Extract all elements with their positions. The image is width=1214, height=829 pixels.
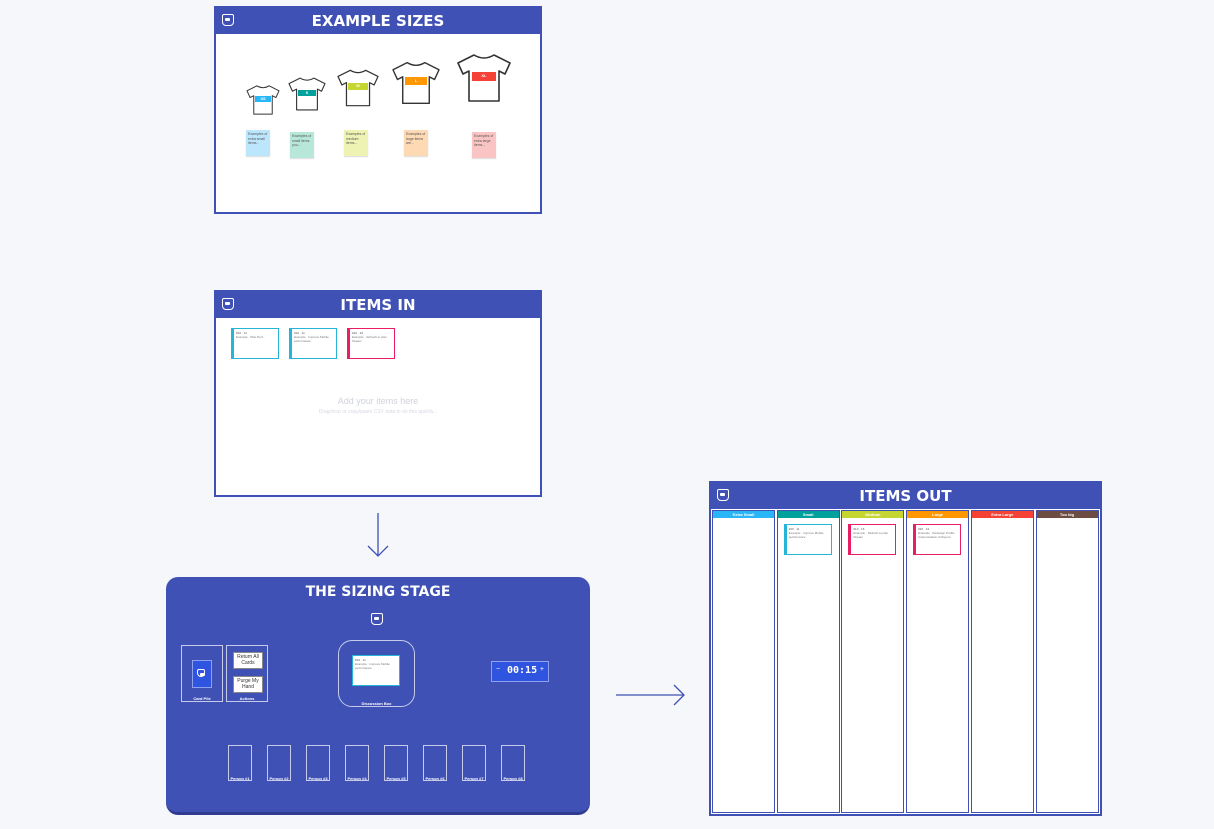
sticky-note[interactable]: Examples of small items you... (290, 132, 314, 158)
person-slot-label: Person #6 (425, 776, 445, 781)
size-column[interactable]: Extra Large (970, 510, 1034, 813)
items-out-title: ITEMS OUT (859, 487, 952, 505)
tshirt-0-icon: XS (242, 84, 284, 116)
sticky-note[interactable]: Examples of large items are... (404, 130, 428, 156)
item-card-text: Example · Improve Mobile performance (788, 531, 824, 539)
brand-logo-icon (222, 298, 234, 310)
item-card-id: #10 · 16 (853, 527, 865, 531)
size-tag: L (404, 77, 428, 86)
brand-logo-icon (371, 613, 383, 625)
actions-box: Return All Cards Purge My Hand (226, 645, 268, 702)
tshirt-3-icon: L (388, 60, 444, 106)
items-in-placeholder-sub: Drag/drop or copy/paste CSV data to do t… (318, 409, 438, 415)
item-card-text: Example · Plan Perf... (236, 335, 266, 339)
person-slot[interactable] (423, 745, 447, 781)
item-card-text: Example · Refresh to plan Stream (352, 335, 387, 343)
actions-label: Actions (239, 696, 255, 701)
discussion-card[interactable]: #10 · 11 Example · Improve Mobile perfor… (352, 655, 400, 686)
item-card-id: #10 · 11 (788, 527, 800, 531)
size-column-header: Small (777, 511, 839, 518)
person-slot[interactable] (501, 745, 525, 781)
example-sizes-title: EXAMPLE SIZES (311, 12, 445, 30)
size-tag: XS (254, 96, 272, 102)
item-card-text: Example · Redesign Profile Customisation… (918, 531, 955, 539)
discussion-box[interactable]: #10 · 11 Example · Improve Mobile perfor… (338, 640, 415, 707)
size-column[interactable]: Extra Small (712, 510, 775, 813)
items-out-header: ITEMS OUT (711, 483, 1100, 509)
item-card-text: Example · Refresh to plan Stream (853, 531, 889, 539)
person-slot-label: Person #3 (308, 776, 328, 781)
person-slot[interactable] (228, 745, 252, 781)
brand-logo-icon (197, 669, 205, 677)
return-all-cards-button[interactable]: Return All Cards (233, 652, 263, 669)
item-card-id: #10 · 12 (236, 331, 248, 335)
arrow-down-icon (367, 513, 389, 557)
size-tag: S (297, 89, 317, 96)
card-pile-deck[interactable] (192, 660, 212, 688)
person-slot-label: Person #7 (464, 776, 484, 781)
example-sizes-header: EXAMPLE SIZES (216, 8, 540, 34)
size-column-header: Extra Large (971, 511, 1033, 518)
sizing-stage-title: THE SIZING STAGE (305, 584, 451, 600)
size-column-header: Large (907, 511, 969, 518)
tshirt-1-icon: S (284, 76, 330, 112)
brand-logo-icon (717, 489, 729, 501)
person-slot-label: Person #4 (347, 776, 367, 781)
sticky-note[interactable]: Examples of extra small items... (246, 130, 270, 156)
sizing-stage: THE SIZING STAGE Card Pile Return All Ca… (166, 577, 590, 815)
person-slot[interactable] (306, 745, 330, 781)
tshirt-4-icon: XL (453, 52, 515, 104)
person-slot-label: Person #1 (230, 776, 250, 781)
card-pile[interactable] (181, 645, 223, 702)
person-slot[interactable] (267, 745, 291, 781)
tshirt-2-icon: M (333, 68, 383, 108)
size-tag: XL (471, 71, 497, 81)
example-sizes-frame: EXAMPLE SIZES XS S M L XL Examples of ex… (214, 6, 542, 214)
person-slot-label: Person #2 (269, 776, 289, 781)
size-column-header: Too big (1036, 511, 1098, 518)
size-tag: M (348, 83, 368, 90)
card-pile-label: Card Pile (193, 696, 211, 701)
arrow-right-icon (616, 684, 685, 706)
item-card-text: Example · Improve Mobile performance (294, 335, 329, 343)
person-slot-label: Person #8 (503, 776, 523, 781)
discussion-box-label: Discussion Box (361, 701, 392, 706)
sticky-note[interactable]: Examples of extra large items... (472, 132, 496, 158)
discussion-card-id: #10 · 11 (355, 658, 366, 662)
sticky-note[interactable]: Examples of medium items... (344, 130, 368, 156)
person-slot[interactable] (345, 745, 369, 781)
timer-value: 00:15 (507, 665, 538, 676)
size-column-header: Extra Small (713, 511, 774, 518)
brand-logo-icon (222, 14, 234, 26)
items-in-header: ITEMS IN (216, 292, 540, 318)
item-card-id: #10 · 13 (918, 527, 930, 531)
timer: − 00:15 + (491, 661, 549, 682)
person-slot[interactable] (384, 745, 408, 781)
items-in-title: ITEMS IN (340, 296, 416, 314)
discussion-card-text: Example · Improve Mobile performance (355, 662, 390, 670)
purge-my-hand-button[interactable]: Purge My Hand (233, 676, 263, 693)
person-slot[interactable] (462, 745, 486, 781)
items-in-placeholder-title: Add your items here (337, 396, 419, 406)
person-slot-label: Person #5 (386, 776, 406, 781)
item-card-id: #10 · 16 (352, 331, 364, 335)
timer-increase-button[interactable]: + (539, 666, 544, 673)
size-column-header: Medium (842, 511, 904, 518)
item-card-id: #10 · 11 (294, 331, 305, 335)
timer-decrease-button[interactable]: − (496, 666, 501, 673)
size-column[interactable]: Too big (1035, 510, 1099, 813)
